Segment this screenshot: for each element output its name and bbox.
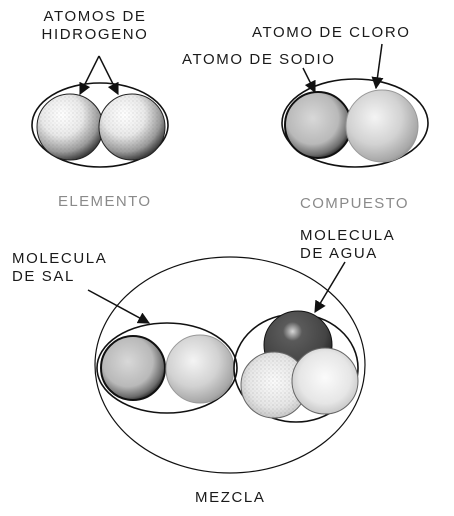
water-hydrogen-atom-right [291,347,359,415]
chlorine-arrow [371,43,384,90]
salt-chlorine-atom [165,334,235,404]
hydrogen-label-line2: HIDROGENO [41,26,149,43]
element-outline [31,82,169,168]
water-label-line2: DE AGUA [300,245,378,262]
element-caption: ELEMENTO [58,193,152,210]
hydrogen-label-line1: ATOMOS DE [43,8,147,25]
mixture-caption: MEZCLA [195,489,266,506]
chlorine-atom-label: ATOMO DE CLORO [252,24,411,41]
hydrogen-atom-left [36,93,104,161]
compound-outline [281,78,429,168]
water-molecule-label: MOLECULA DE AGUA [300,227,395,263]
salt-label-line1: MOLECULA [12,250,108,267]
salt-label-line2: DE SAL [12,268,75,285]
hydrogen-arrow-right [98,55,119,96]
mixture-outline [94,256,366,474]
salt-molecule-outline [96,322,238,414]
sodium-arrow [302,67,316,94]
mixture-group [87,256,366,474]
water-hydrogen-atom-left [240,351,308,419]
water-arrow [314,261,346,314]
element-group [31,55,169,168]
hydrogen-atom-right [98,93,166,161]
hydrogen-label: ATOMOS DE HIDROGENO [20,8,170,44]
salt-arrow [87,289,151,324]
hydrogen-arrow-left [79,55,100,96]
sodium-atom-label: ATOMO DE SODIO [182,51,336,68]
compound-caption: COMPUESTO [300,195,410,212]
compound-group [281,43,429,168]
chlorine-atom [345,89,419,163]
salt-sodium-atom [100,335,166,401]
water-label-line1: MOLECULA [300,227,396,244]
salt-molecule-label: MOLECULA DE SAL [12,250,107,286]
sodium-atom [284,91,352,159]
